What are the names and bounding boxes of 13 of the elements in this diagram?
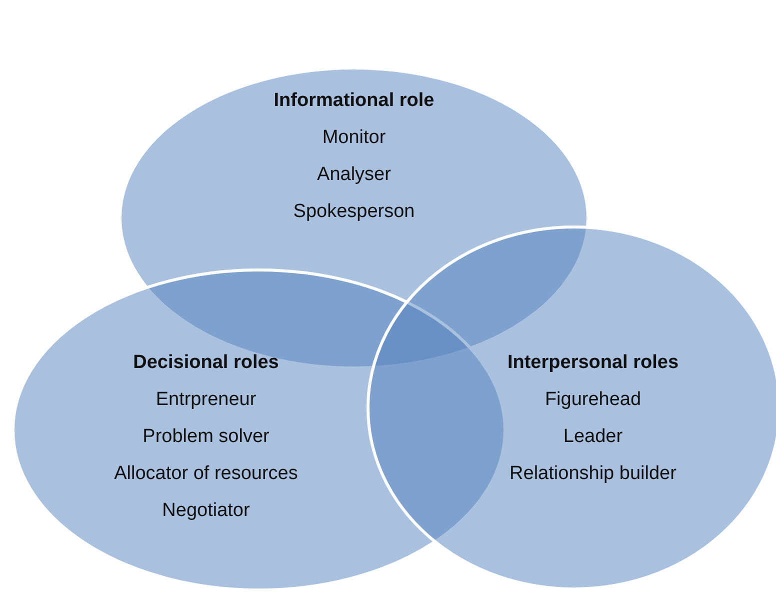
set-heading: Interpersonal roles (507, 351, 679, 375)
set-heading: Decisional roles (133, 351, 279, 375)
role-item: Entrpreneur (156, 388, 256, 412)
role-item: Negotiator (162, 499, 250, 523)
role-item: Relationship builder (510, 462, 676, 486)
role-item: Problem solver (142, 425, 270, 449)
role-item: Analyser (317, 163, 391, 187)
role-item: Spokesperson (293, 200, 415, 224)
role-item: Monitor (322, 126, 386, 150)
role-item: Leader (563, 425, 623, 449)
role-item: Figurehead (544, 388, 642, 412)
role-item: Allocator of resources (114, 462, 298, 486)
set-heading: Informational role (274, 89, 434, 113)
